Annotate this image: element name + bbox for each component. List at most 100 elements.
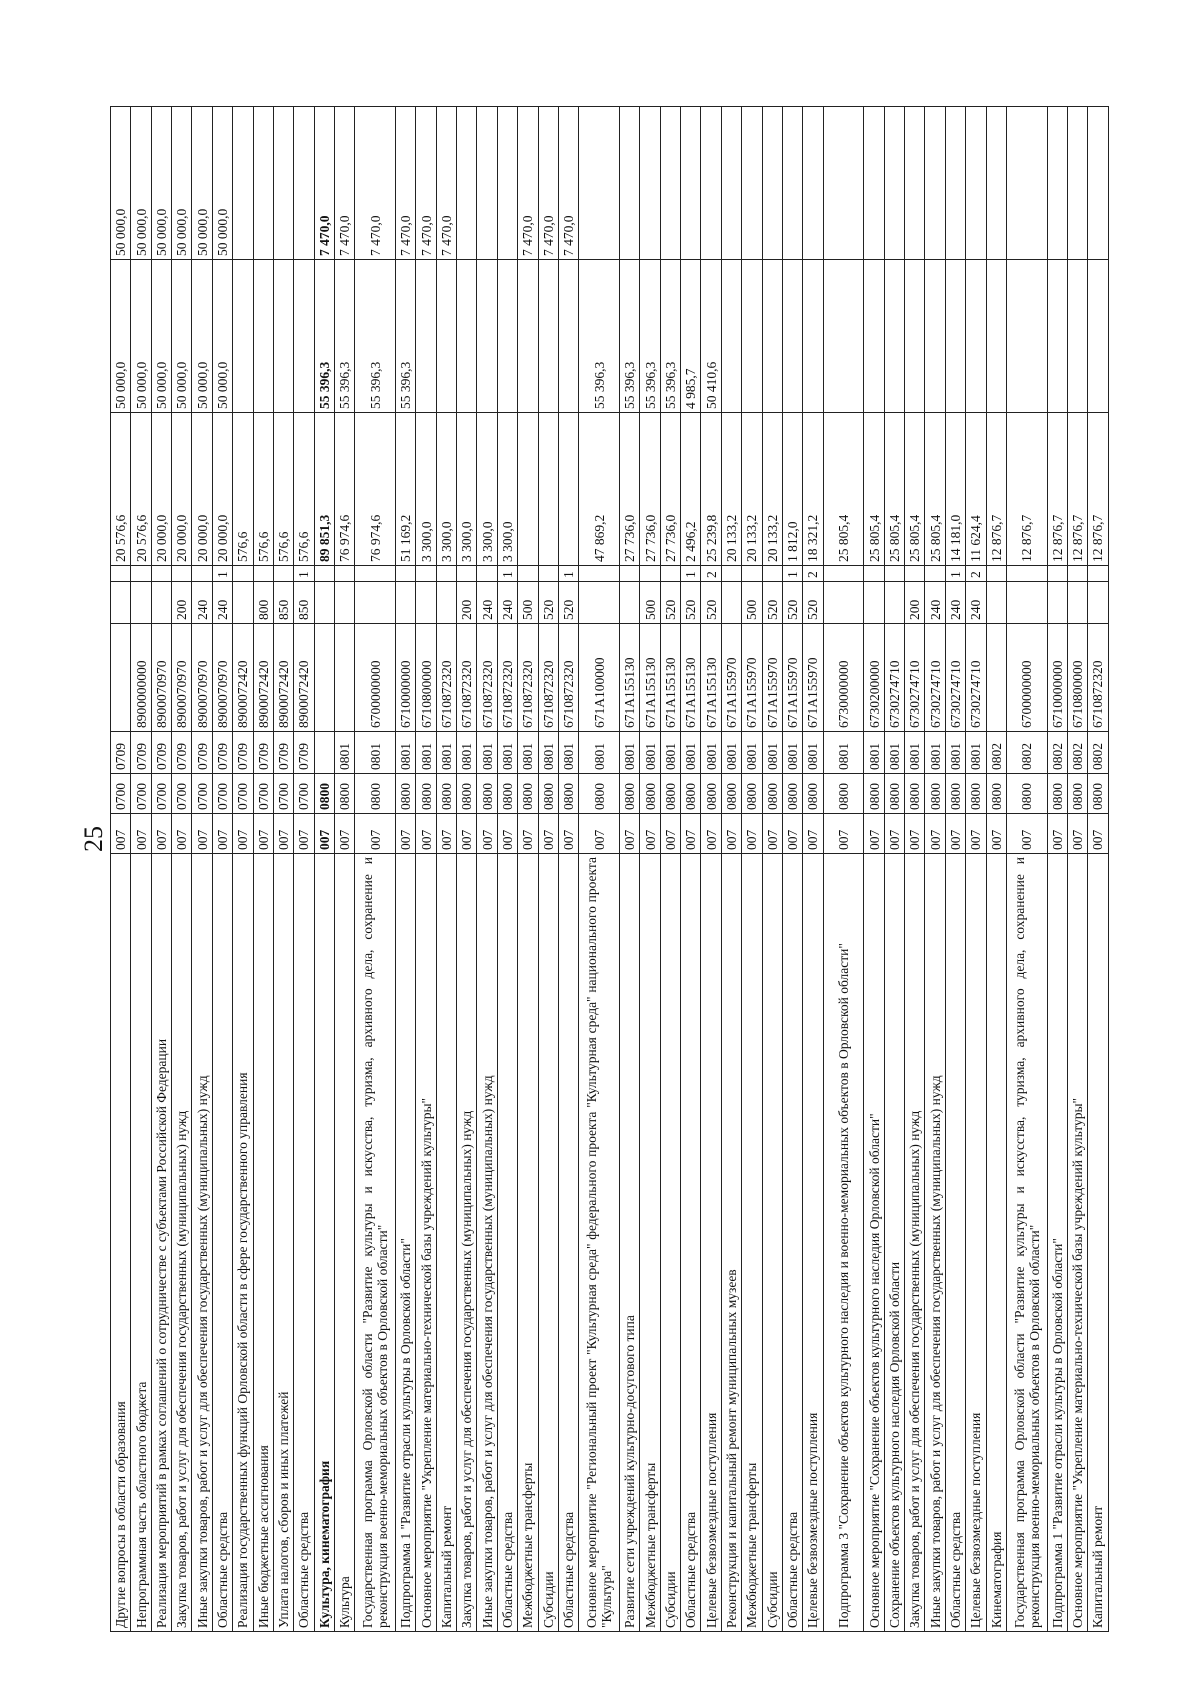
section-code-cell: 0800 bbox=[1087, 773, 1109, 814]
amount-year1-cell: 76 974,6 bbox=[334, 412, 355, 566]
target-article-cell: 8900072420 bbox=[273, 623, 294, 732]
target-article-cell: 671A155130 bbox=[700, 623, 722, 732]
admin-code-cell: 007 bbox=[904, 813, 925, 854]
funding-source-cell: 1 bbox=[293, 565, 315, 582]
funding-source-cell: 2 bbox=[802, 565, 824, 582]
expense-type-cell: 200 bbox=[904, 581, 925, 624]
table-row: Реализация государственных функций Орлов… bbox=[232, 106, 254, 1632]
target-article-cell: 8900072420 bbox=[232, 623, 254, 732]
funding-source-cell bbox=[334, 565, 355, 582]
amount-year1-cell: 11 624,4 bbox=[965, 412, 986, 566]
row-name-cell: Основное мероприятие "Региональный проек… bbox=[578, 853, 620, 1632]
section-code-cell: 0800 bbox=[863, 773, 885, 814]
section-code-cell: 0700 bbox=[253, 773, 274, 814]
amount-year2-cell bbox=[741, 259, 763, 413]
row-name-cell: Областные средства bbox=[558, 853, 579, 1632]
expense-type-cell bbox=[395, 581, 416, 624]
amount-year2-cell bbox=[863, 259, 885, 413]
section-code-cell: 0800 bbox=[945, 773, 966, 814]
expense-type-cell: 240 bbox=[945, 581, 966, 624]
section-code-cell: 0800 bbox=[924, 773, 946, 814]
section-code-cell: 0800 bbox=[1067, 773, 1088, 814]
amount-year1-cell: 25 805,4 bbox=[884, 412, 905, 566]
table-row: Основное мероприятие "Региональный проек… bbox=[578, 106, 620, 1632]
amount-year1-cell: 20 576,6 bbox=[110, 412, 131, 566]
target-article-cell bbox=[986, 623, 1007, 732]
admin-code-cell: 007 bbox=[151, 813, 172, 854]
amount-year3-cell bbox=[639, 106, 661, 260]
admin-code-cell: 007 bbox=[924, 813, 946, 854]
funding-source-cell bbox=[314, 565, 335, 582]
amount-year2-cell: 4 985,7 bbox=[680, 259, 701, 413]
funding-source-cell bbox=[1067, 565, 1088, 582]
target-article-cell: 6710872320 bbox=[456, 623, 477, 732]
amount-year2-cell: 55 396,3 bbox=[619, 259, 640, 413]
subsection-code-cell: 0801 bbox=[945, 731, 966, 774]
expense-type-cell bbox=[334, 581, 355, 624]
amount-year3-cell bbox=[273, 106, 294, 260]
subsection-code-cell: 0801 bbox=[802, 731, 824, 774]
section-code-cell: 0800 bbox=[762, 773, 783, 814]
target-article-cell: 671A155970 bbox=[741, 623, 763, 732]
section-code-cell: 0800 bbox=[1006, 773, 1048, 814]
amount-year2-cell: 50 000,0 bbox=[130, 259, 152, 413]
funding-source-cell: 2 bbox=[965, 565, 986, 582]
row-name-cell: Государственная программа Орловской обла… bbox=[1006, 853, 1048, 1632]
funding-source-cell bbox=[578, 565, 620, 582]
funding-source-cell bbox=[823, 565, 864, 582]
expense-type-cell: 850 bbox=[293, 581, 315, 624]
amount-year3-cell bbox=[619, 106, 640, 260]
row-name-cell: Иные закупки товаров, работ и услуг для … bbox=[476, 853, 498, 1632]
expense-type-cell bbox=[436, 581, 457, 624]
target-article-cell: 6710800000 bbox=[415, 623, 437, 732]
funding-source-cell bbox=[1006, 565, 1048, 582]
subsection-code-cell: 0801 bbox=[334, 731, 355, 774]
subsection-code-cell: 0709 bbox=[171, 731, 192, 774]
section-code-cell: 0800 bbox=[721, 773, 742, 814]
amount-year3-cell: 50 000,0 bbox=[110, 106, 131, 260]
row-name-cell: Иные закупки товаров, работ и услуг для … bbox=[924, 853, 946, 1632]
section-code-cell: 0700 bbox=[212, 773, 233, 814]
subsection-code-cell: 0801 bbox=[680, 731, 701, 774]
row-name-cell: Закупка товаров, работ и услуг для обесп… bbox=[171, 853, 192, 1632]
amount-year3-cell bbox=[823, 106, 864, 260]
expense-type-cell bbox=[823, 581, 864, 624]
funding-source-cell bbox=[476, 565, 498, 582]
subsection-code-cell: 0801 bbox=[619, 731, 640, 774]
expense-type-cell: 520 bbox=[700, 581, 722, 624]
amount-year1-cell: 12 876,7 bbox=[986, 412, 1007, 566]
admin-code-cell: 007 bbox=[517, 813, 539, 854]
row-name-cell: Иные бюджетные ассигнования bbox=[253, 853, 274, 1632]
table-row: Подпрограмма 3 "Сохранение объектов куль… bbox=[823, 106, 864, 1632]
expense-type-cell bbox=[232, 581, 254, 624]
amount-year1-cell: 20 000,0 bbox=[151, 412, 172, 566]
admin-code-cell: 007 bbox=[110, 813, 131, 854]
funding-source-cell bbox=[741, 565, 763, 582]
amount-year1-cell: 3 300,0 bbox=[415, 412, 437, 566]
funding-source-cell bbox=[273, 565, 294, 582]
funding-source-cell bbox=[538, 565, 559, 582]
amount-year2-cell bbox=[436, 259, 457, 413]
amount-year1-cell: 20 576,6 bbox=[130, 412, 152, 566]
subsection-code-cell: 0802 bbox=[1047, 731, 1068, 774]
amount-year1-cell bbox=[538, 412, 559, 566]
admin-code-cell: 007 bbox=[130, 813, 152, 854]
subsection-code-cell: 0801 bbox=[415, 731, 437, 774]
amount-year2-cell: 50 410,6 bbox=[700, 259, 722, 413]
amount-year1-cell: 576,6 bbox=[253, 412, 274, 566]
funding-source-cell bbox=[232, 565, 254, 582]
admin-code-cell: 007 bbox=[578, 813, 620, 854]
subsection-code-cell: 0801 bbox=[558, 731, 579, 774]
funding-source-cell bbox=[1047, 565, 1068, 582]
subsection-code-cell: 0802 bbox=[1067, 731, 1088, 774]
row-name-cell: Субсидии bbox=[762, 853, 783, 1632]
funding-source-cell bbox=[619, 565, 640, 582]
admin-code-cell: 007 bbox=[538, 813, 559, 854]
table-row: Закупка товаров, работ и услуг для обесп… bbox=[456, 106, 477, 1632]
admin-code-cell: 007 bbox=[415, 813, 437, 854]
